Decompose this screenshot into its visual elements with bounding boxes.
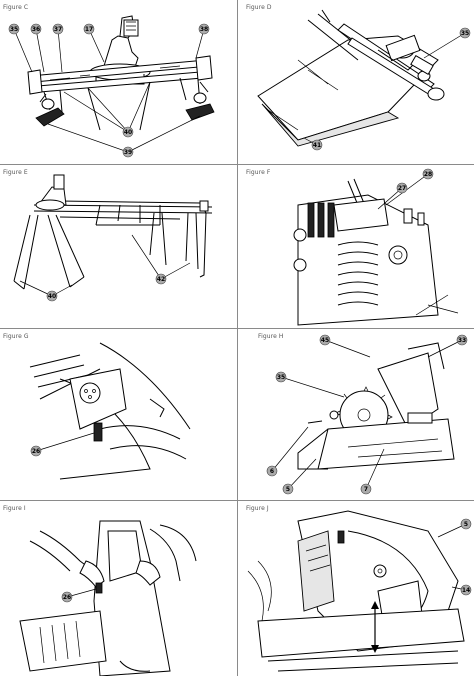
callout-7: 7 [360, 483, 372, 495]
figure-label: Figure H [258, 333, 284, 340]
svg-text:26: 26 [63, 594, 71, 601]
callout-35: 35 [8, 23, 20, 35]
figure-label: Figure D [246, 4, 272, 11]
callout-33: 33 [456, 334, 468, 346]
figure-h-illustration: 45 33 35 6 5 7 [266, 334, 468, 495]
callout-26: 26 [30, 445, 42, 457]
callout-17: 17 [83, 23, 95, 35]
figure-d-illustration: 35 41 [257, 9, 471, 151]
callout-26: 26 [61, 591, 73, 603]
figure-f-panel: Figure F 28 27 [238, 165, 474, 328]
callout-35: 35 [275, 371, 287, 383]
figure-h-panel: Figure H [238, 329, 474, 500]
callout-38: 38 [198, 23, 210, 35]
figure-e-panel: Figure E 40 42 [0, 165, 237, 328]
figure-j-illustration: 5 14 [247, 510, 472, 672]
figure-label: Figure E [3, 169, 28, 176]
figure-g-panel: Figure G 26 [0, 329, 237, 500]
svg-text:7: 7 [364, 486, 368, 493]
callout-28: 28 [422, 168, 434, 180]
figure-label: Figure G [3, 333, 29, 340]
svg-text:35: 35 [277, 374, 285, 381]
callout-40: 40 [46, 290, 58, 302]
figure-label: Figure C [3, 4, 29, 11]
svg-text:38: 38 [200, 26, 208, 33]
svg-text:36: 36 [32, 26, 40, 33]
figure-g-illustration: 26 [29, 342, 191, 480]
figure-d-panel: Figure D 35 41 [238, 0, 474, 164]
row-divider-2 [0, 328, 474, 329]
svg-text:35: 35 [461, 30, 469, 37]
callout-6: 6 [266, 465, 278, 477]
svg-text:35: 35 [10, 26, 18, 33]
height-arrow [371, 601, 379, 653]
callout-41: 41 [311, 139, 323, 151]
svg-text:17: 17 [85, 26, 93, 33]
svg-text:27: 27 [398, 185, 406, 192]
figure-label: Figure F [246, 169, 271, 176]
svg-text:37: 37 [54, 26, 62, 33]
figure-label: Figure I [3, 505, 26, 512]
figure-i-panel: Figure I 26 [0, 501, 237, 676]
figure-i-illustration: 26 [19, 520, 197, 676]
callout-27: 27 [396, 182, 408, 194]
callout-5: 5 [460, 518, 472, 530]
figure-label: Figure J [246, 505, 269, 512]
figure-c-panel: Figure C [0, 0, 237, 164]
column-divider [237, 0, 238, 676]
svg-text:45: 45 [321, 337, 329, 344]
svg-text:40: 40 [124, 129, 132, 136]
callout-5: 5 [282, 483, 294, 495]
callout-40: 40 [122, 126, 134, 138]
callout-45: 45 [319, 334, 331, 346]
svg-text:14: 14 [462, 587, 470, 594]
svg-text:42: 42 [157, 276, 165, 283]
callout-42: 42 [155, 273, 167, 285]
svg-text:41: 41 [313, 142, 321, 149]
callout-37: 37 [52, 23, 64, 35]
figure-f-illustration: 28 27 [293, 168, 459, 326]
svg-text:5: 5 [464, 521, 468, 528]
figure-e-illustration: 40 42 [13, 174, 213, 302]
callout-36: 36 [30, 23, 42, 35]
svg-text:5: 5 [286, 486, 290, 493]
svg-text:33: 33 [458, 337, 466, 344]
svg-text:40: 40 [48, 293, 56, 300]
figure-j-panel: Figure J 5 14 [238, 501, 474, 676]
row-divider-3 [0, 500, 474, 501]
svg-text:26: 26 [32, 448, 40, 455]
figure-c-illustration: 35 36 37 17 38 40 39 [8, 15, 215, 158]
callout-35: 35 [459, 27, 471, 39]
callout-14: 14 [460, 584, 472, 596]
svg-text:39: 39 [124, 149, 132, 156]
callout-39: 39 [122, 146, 134, 158]
svg-text:28: 28 [424, 171, 432, 178]
row-divider-1 [0, 164, 474, 165]
svg-text:6: 6 [270, 468, 274, 475]
